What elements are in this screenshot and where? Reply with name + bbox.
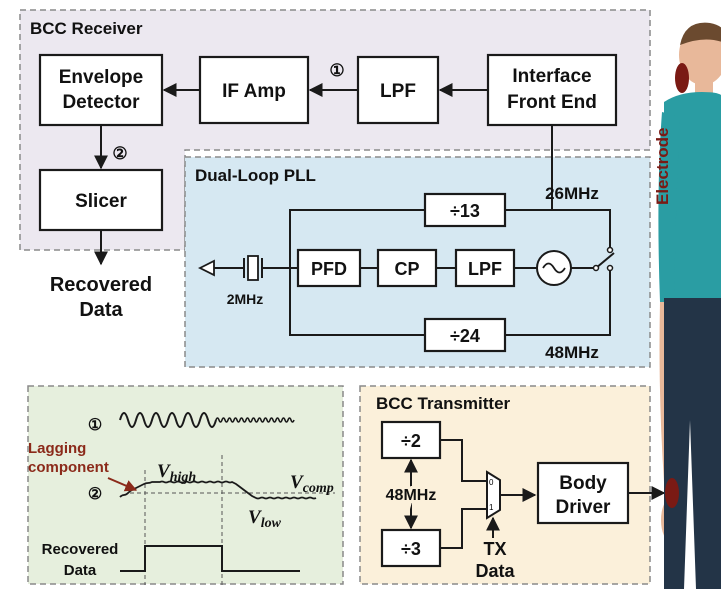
rx-marker-1: ① xyxy=(329,61,344,80)
ripple-waveform xyxy=(215,417,295,423)
pll-26mhz-label: 26MHz xyxy=(545,184,599,203)
wave-marker-1: ① xyxy=(88,417,102,434)
modulated-burst-waveform xyxy=(119,412,217,428)
switch-contact-upper xyxy=(606,246,614,254)
div2-block: ÷2 xyxy=(380,420,442,460)
tx-data-label-2: Data xyxy=(475,561,515,581)
recovered-data-waveform xyxy=(120,545,300,572)
hair-icon xyxy=(680,22,721,45)
wave-recovered-label-2: Data xyxy=(64,562,97,579)
cp-label: CP xyxy=(394,259,419,279)
sine-icon xyxy=(542,262,566,274)
interface-front-end-block: Interface Front End xyxy=(486,53,618,127)
pfd-label: PFD xyxy=(311,259,347,279)
lagging-label-1: Lagging xyxy=(28,440,86,457)
slicer-label: Slicer xyxy=(75,191,127,212)
interface-front-end-label-2: Front End xyxy=(507,92,597,113)
envelope-detector-label-2: Detector xyxy=(62,92,140,113)
v-low-label: Vlow xyxy=(248,507,282,531)
mux-symbol xyxy=(486,470,501,520)
rx-marker-2: ② xyxy=(112,144,127,163)
v-comp-label: Vcomp xyxy=(290,472,334,496)
body-driver-label-1: Body xyxy=(559,473,607,494)
div2-label: ÷2 xyxy=(401,431,421,451)
crystal-oscillator-icon xyxy=(197,255,290,281)
envelope-detector-block: Envelope Detector xyxy=(38,53,164,127)
hand-electrode-icon xyxy=(665,478,679,508)
switch-blade xyxy=(595,252,615,269)
if-amp-block: IF Amp xyxy=(198,55,310,125)
wave-marker-2: ② xyxy=(88,486,102,503)
div2-to-mux-wire xyxy=(440,439,487,482)
if-amp-label: IF Amp xyxy=(222,81,286,102)
switch-contact-lower xyxy=(606,264,614,272)
div13-label: ÷13 xyxy=(450,201,480,221)
slicer-block: Slicer xyxy=(38,168,164,232)
div3-label: ÷3 xyxy=(401,539,421,559)
pll-title: Dual-Loop PLL xyxy=(195,166,316,185)
body-driver-label-2: Driver xyxy=(556,497,612,518)
pll-panel: Dual-Loop PLL ÷13 ÷24 PFD xyxy=(184,125,651,368)
lagging-label-2: component xyxy=(28,459,109,476)
v-high-label: Vhigh xyxy=(157,461,196,485)
receiver-panel: BCC Receiver Envelope Detector IF Amp LP… xyxy=(19,9,651,266)
vco-symbol xyxy=(536,250,572,286)
div24-block: ÷24 xyxy=(423,317,507,353)
pll-lpf-block: LPF xyxy=(454,248,516,288)
mux-input-1-label: 1 xyxy=(489,503,494,512)
rx-lpf-block: LPF xyxy=(356,55,440,125)
switch-pivot xyxy=(592,264,600,272)
div13-block: ÷13 xyxy=(423,192,507,228)
envelope-detector-label-1: Envelope xyxy=(59,67,143,88)
tx-data-label-1: TX xyxy=(483,539,506,559)
lagging-arrow-icon xyxy=(107,477,138,492)
cp-block: CP xyxy=(376,248,438,288)
pants-icon xyxy=(664,298,721,589)
head-electrode-icon xyxy=(675,63,689,93)
tx-clock-label: 48MHz xyxy=(386,487,437,504)
envelope-waveform xyxy=(119,480,317,500)
transmitter-title: BCC Transmitter xyxy=(376,394,511,413)
interface-front-end-label-1: Interface xyxy=(512,66,591,87)
div24-label: ÷24 xyxy=(450,326,480,346)
transmitter-panel: BCC Transmitter ÷2 ÷3 48MHz 0 1 Body Dri… xyxy=(359,385,666,585)
div3-block: ÷3 xyxy=(380,528,442,568)
recovered-data-label-2: Data xyxy=(79,299,123,321)
pll-48mhz-label: 48MHz xyxy=(545,343,599,362)
rx-lpf-label: LPF xyxy=(380,81,416,102)
div3-to-mux-wire xyxy=(440,508,487,549)
recovered-data-label-1: Recovered xyxy=(50,274,152,296)
ref-freq-label: 2MHz xyxy=(227,291,264,307)
wave-recovered-label-1: Recovered xyxy=(42,541,119,558)
human-body-illustration xyxy=(658,22,721,589)
buffer-triangle-icon xyxy=(197,259,215,277)
electrode-label: Electrode xyxy=(653,128,672,205)
mux-input-0-label: 0 xyxy=(489,478,494,487)
pll-lpf-label: LPF xyxy=(468,259,502,279)
receiver-title: BCC Receiver xyxy=(30,19,143,38)
body-driver-block: Body Driver xyxy=(536,461,630,525)
pfd-block: PFD xyxy=(296,248,362,288)
waveform-panel: ① ② Lagging component Vhigh Vcomp Vlow R… xyxy=(27,385,344,585)
